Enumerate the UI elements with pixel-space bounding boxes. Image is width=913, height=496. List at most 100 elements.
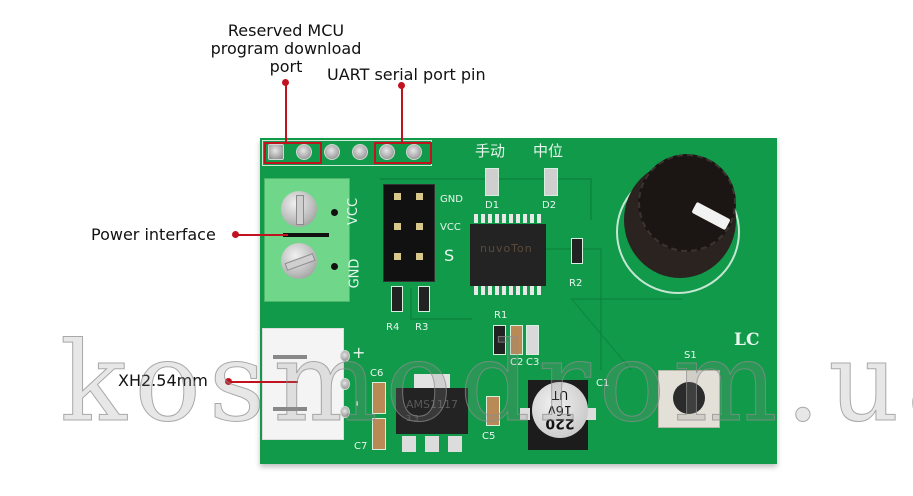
pin-pad (296, 144, 312, 160)
terminal-hole (331, 263, 338, 270)
callout-power: Power interface (91, 225, 216, 244)
xh-pin (340, 350, 350, 362)
cap-voltage: 16v (547, 402, 573, 417)
silk-plus: + (352, 343, 366, 362)
silk-vcc-header: VCC (440, 222, 461, 233)
callout-mcu-port: Reserved MCU program download port (200, 22, 372, 76)
pcb-board: VCC GND GND VCC S 手动 中位 D1 D2 nuvoTon (260, 138, 777, 464)
silk-d1: D1 (485, 200, 500, 211)
cap-lead (586, 408, 596, 420)
leader-uart (401, 86, 403, 144)
chip-leg (502, 286, 506, 295)
regulator-tab (414, 374, 450, 388)
led-d1 (485, 168, 499, 196)
leader-mcu-port (285, 82, 287, 144)
capacitor-c6 (372, 382, 386, 414)
silk-r1: R1 (494, 310, 508, 321)
chip-leg (474, 286, 478, 295)
chip-leg (523, 214, 527, 223)
callout-uart: UART serial port pin (327, 65, 486, 84)
header-pin (394, 193, 401, 200)
chip-leg (537, 286, 541, 295)
cap-value: 220 (545, 415, 575, 431)
regulator-pin (402, 436, 416, 452)
chip-leg (516, 286, 520, 295)
terminal-screw-icon (281, 191, 317, 227)
silk-r2: R2 (569, 278, 583, 289)
pin-pad (379, 144, 395, 160)
pcb-trace (410, 288, 472, 320)
knob-top (638, 154, 736, 252)
chip-leg (509, 214, 513, 223)
regulator-label: AMS1117 (406, 398, 458, 411)
mcu-brand: nuvoTon (480, 242, 533, 255)
chip-leg (509, 286, 513, 295)
silk-s1: S1 (684, 350, 697, 361)
resistor-r3 (418, 286, 430, 312)
tactile-switch-s1[interactable] (652, 366, 724, 430)
header-pin (394, 253, 401, 260)
callout-xh: XH2.54mm (118, 371, 208, 390)
pin-pad (268, 144, 284, 160)
callout-mcu-port-line3: port (269, 57, 303, 76)
silk-gnd-terminal: GND (347, 258, 363, 289)
silk-manual: 手动 (475, 142, 506, 160)
silk-gnd-header: GND (440, 194, 463, 205)
servo-header (383, 184, 435, 282)
leader-dot (282, 79, 289, 86)
mcu-chip: nuvoTon (470, 214, 546, 298)
silk-r3: R3 (415, 322, 429, 333)
terminal-divider (283, 233, 329, 237)
silk-c2: C2 (510, 357, 524, 368)
chip-leg (488, 214, 492, 223)
regulator-body (396, 388, 468, 434)
silk-vcc-terminal: VCC (346, 197, 362, 226)
switch-button-icon (673, 382, 705, 414)
chip-leg (502, 214, 506, 223)
terminal-hole (331, 209, 338, 216)
power-terminal-block (264, 178, 350, 302)
header-pin (394, 223, 401, 230)
header-pin (416, 223, 423, 230)
chip-leg (474, 214, 478, 223)
capacitor-c2 (510, 325, 523, 355)
regulator-pin (425, 436, 439, 452)
silk-middle: 中位 (533, 142, 564, 160)
header-pin (416, 193, 423, 200)
callout-mcu-port-line2: program download (210, 39, 362, 58)
xh-slot (273, 407, 307, 411)
terminal-screw-icon (281, 243, 317, 279)
pcb-trace (520, 248, 602, 370)
potentiometer-knob[interactable] (610, 146, 740, 298)
pin-pad (352, 144, 368, 160)
silk-d2: D2 (542, 200, 557, 211)
callout-mcu-port-line1: Reserved MCU (227, 21, 345, 40)
silk-r4: R4 (386, 322, 400, 333)
leader-dot (398, 82, 405, 89)
board-logo: LC (734, 330, 760, 350)
chip-leg (537, 214, 541, 223)
resistor-r4 (391, 286, 403, 312)
capacitor-c3 (526, 325, 539, 355)
mcu-body (470, 224, 546, 286)
chip-leg (530, 214, 534, 223)
chip-leg (481, 286, 485, 295)
leader-dot (225, 378, 232, 385)
chip-leg (530, 286, 534, 295)
chip-leg (495, 214, 499, 223)
leader-power (236, 234, 288, 236)
mcu-download-pins-highlight (264, 142, 322, 164)
header-pin (416, 253, 423, 260)
electrolytic-capacitor-c1: 220 16v UT (520, 374, 596, 454)
pin-pad (324, 144, 340, 160)
xh-connector (262, 328, 344, 440)
leader-dot (232, 231, 239, 238)
led-d2 (544, 168, 558, 196)
voltage-regulator: AMS1117 3.3 (396, 374, 468, 454)
capacitor-c7 (372, 418, 386, 450)
cap-can (532, 382, 588, 438)
silk-minus: - (348, 400, 368, 407)
leader-xh (228, 381, 298, 383)
cap-lead (520, 408, 530, 420)
chip-leg (488, 286, 492, 295)
